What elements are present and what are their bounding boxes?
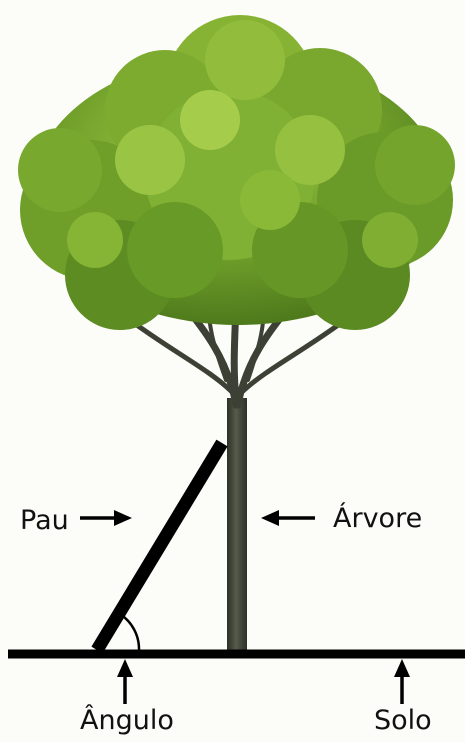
arrow-right-icon	[80, 510, 132, 526]
tree-canopy	[18, 15, 455, 330]
tree-illustration	[18, 15, 455, 650]
arrow-up-icon	[117, 659, 133, 704]
tree-label: Árvore	[333, 505, 422, 532]
tree-trunk	[227, 398, 247, 650]
stick-pole	[97, 443, 222, 650]
ground-label: Solo	[374, 707, 432, 734]
angle-label: Ângulo	[80, 707, 174, 734]
stick-label: Pau	[20, 507, 69, 534]
arrow-up-icon	[394, 659, 410, 704]
arrow-left-icon	[261, 510, 315, 526]
